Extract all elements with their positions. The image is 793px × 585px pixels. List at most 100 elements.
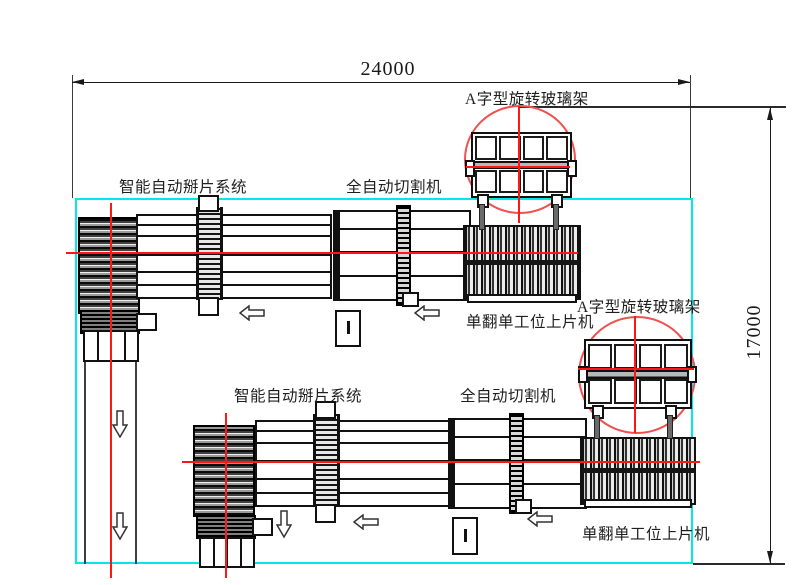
cutter-gantry-top xyxy=(396,205,411,306)
conveyor-rail xyxy=(138,271,330,274)
label-loader-bottom: 单翻单工位上片机 xyxy=(582,526,711,543)
rack-cell xyxy=(522,169,545,193)
rack-cell xyxy=(664,343,688,369)
rack-upper-row xyxy=(587,343,689,369)
rack-cell xyxy=(546,136,569,161)
rack-cell xyxy=(546,169,569,193)
table-leg xyxy=(201,539,215,566)
rack-cell xyxy=(639,379,663,404)
loader-band xyxy=(582,468,694,474)
loader-base-top xyxy=(467,294,577,303)
label-rack-top: A字型旋转玻璃架 xyxy=(465,91,589,108)
conveyor-rail xyxy=(138,224,330,227)
flow-arrow-left-icon xyxy=(239,305,265,321)
rack-post xyxy=(479,204,485,230)
rack-crosshair-vertical-top xyxy=(518,106,520,223)
breaker-table-bottom xyxy=(199,537,255,568)
rack-mid-band xyxy=(473,161,570,170)
extension-line-top xyxy=(518,106,786,108)
rack-cell xyxy=(639,343,663,369)
rack-cell xyxy=(474,136,497,161)
conveyor-rail xyxy=(138,253,330,257)
breaker-unit-bottom xyxy=(193,425,255,517)
rack-crosshair-vertical-right xyxy=(634,316,636,433)
dim-arrow-down-icon xyxy=(767,551,773,563)
dimension-line-height xyxy=(770,107,771,564)
rack-mid-band xyxy=(586,370,690,379)
rack-post xyxy=(594,415,600,439)
table-leg xyxy=(228,539,242,566)
rack-post xyxy=(553,204,559,230)
conveyor-rail xyxy=(257,478,450,481)
rack-lower-row xyxy=(474,169,569,193)
rack-cell xyxy=(522,136,545,161)
control-cabinet-bottom xyxy=(452,517,478,555)
loader-top xyxy=(463,225,581,300)
conveyor-rail xyxy=(257,441,450,444)
control-cabinet-top xyxy=(335,310,361,347)
conveyor-rail xyxy=(257,491,450,494)
label-loader-top: 单翻单工位上片机 xyxy=(466,314,595,331)
centerline-vertical-breaker-top xyxy=(110,203,112,578)
table-leg xyxy=(242,539,254,566)
rack-cell xyxy=(588,343,612,369)
a-frame-rack-right xyxy=(584,339,692,409)
loader-bottom xyxy=(580,437,696,505)
dimension-width-value: 24000 xyxy=(360,58,416,80)
conveyor-top xyxy=(136,214,332,299)
rack-cell xyxy=(664,379,688,404)
label-cutter-top: 全自动切割机 xyxy=(346,179,443,196)
cutter-footbox-bottom xyxy=(515,499,532,514)
centerline-horizontal-top xyxy=(66,252,578,254)
bridge-head-top xyxy=(198,195,219,212)
breaker-sidebox-top xyxy=(136,313,157,331)
centerline-vertical-breaker-bottom xyxy=(225,413,227,578)
dimension-line-width xyxy=(72,82,690,83)
cabinet-slot xyxy=(463,528,467,543)
cutter-footbox-top xyxy=(402,292,419,307)
rack-upper-row xyxy=(474,136,569,161)
flow-arrow-left-icon xyxy=(353,514,379,530)
breaker-sidebox-bottom xyxy=(252,518,273,536)
detail-circle-top xyxy=(464,105,576,214)
loader-base-bottom xyxy=(584,499,692,508)
lane-edge-left xyxy=(84,357,86,564)
label-cutter-bottom: 全自动切割机 xyxy=(460,388,557,405)
loader-band xyxy=(465,259,579,265)
rack-bracket xyxy=(567,160,577,177)
conveyor-rail xyxy=(138,284,330,287)
label-breaker-bottom: 智能自动掰片系统 xyxy=(234,388,363,405)
rack-crosshair-horizontal-top xyxy=(466,166,570,168)
table-leg xyxy=(112,332,126,360)
breaker-unit-top xyxy=(78,217,140,314)
flow-arrow-down-icon xyxy=(112,410,128,438)
breaking-bridge-bottom xyxy=(313,414,340,506)
lane-edge-right xyxy=(135,357,137,564)
extension-line-bottom xyxy=(693,563,785,565)
a-frame-rack-top xyxy=(471,132,572,198)
table-leg xyxy=(85,332,99,360)
rack-bracket xyxy=(578,366,588,383)
conveyor-rail xyxy=(138,235,330,238)
rack-post xyxy=(667,415,673,439)
dimension-height-value: 17000 xyxy=(743,304,765,360)
dim-arrow-left-icon xyxy=(72,79,84,85)
cabinet-slot xyxy=(346,321,350,335)
dim-arrow-up-icon xyxy=(767,108,773,120)
centerline-horizontal-bottom xyxy=(182,461,700,463)
flow-arrow-down-icon xyxy=(276,510,292,538)
extension-line-right xyxy=(690,75,691,198)
label-breaker-top: 智能自动掰片系统 xyxy=(119,179,248,196)
label-rack-right: A字型旋转玻璃架 xyxy=(577,299,701,316)
extension-line-left xyxy=(72,75,73,198)
flow-arrow-left-icon xyxy=(414,305,440,321)
rack-cell xyxy=(474,169,497,193)
table-leg xyxy=(215,539,228,566)
bridge-foot-bottom xyxy=(315,504,336,523)
conveyor-bottom xyxy=(255,420,452,507)
conveyor-rail xyxy=(257,430,450,433)
rack-bracket xyxy=(465,160,475,177)
rack-bracket xyxy=(687,366,697,383)
bridge-foot-top xyxy=(198,297,219,316)
table-leg xyxy=(126,332,138,360)
